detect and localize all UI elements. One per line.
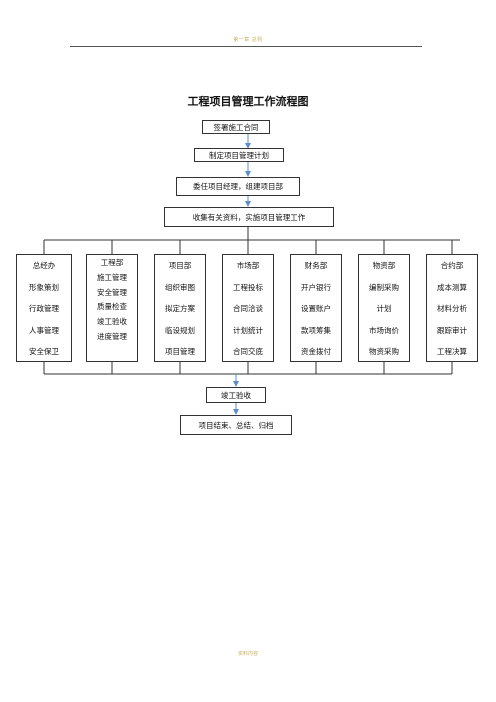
dept-item: 计划 <box>376 304 392 313</box>
dept-finance: 财务部 开户银行 设置账户 款项筹集 资金拨付 <box>290 254 342 362</box>
dept-general-office: 总经办 形象策划 行政管理 人事管理 安全保卫 <box>16 254 72 362</box>
dept-name: 市场部 <box>236 261 260 270</box>
dept-item: 进度管理 <box>97 331 127 341</box>
step-appoint-manager: 委任项目经理，组建项目部 <box>176 177 300 196</box>
dept-item: 物资采购 <box>369 347 399 356</box>
dept-name: 工程部 <box>100 258 124 267</box>
page-header: 第一章 总则 <box>233 37 263 43</box>
dept-item: 设置账户 <box>301 304 331 313</box>
dept-item: 成本测算 <box>437 282 467 292</box>
dept-item: 款项筹集 <box>301 325 331 335</box>
dept-materials: 物资部 编制采购 计划 市场询价 物资采购 <box>358 254 410 362</box>
dept-item: 质量检查 <box>97 302 127 312</box>
dept-item: 开户银行 <box>301 282 331 292</box>
step-completion-acceptance: 竣工验收 <box>206 387 266 403</box>
page-footer: 资料内容 <box>237 651 258 657</box>
diagram-title: 工程项目管理工作流程图 <box>187 95 309 108</box>
step-management-plan: 制定项目管理计划 <box>194 148 284 162</box>
dept-engineering: 工程部 施工管理 安全管理 质量检查 竣工验收 进度管理 <box>86 254 138 362</box>
header-rule <box>70 46 422 47</box>
dept-item: 临设规划 <box>165 325 195 335</box>
dept-item: 施工管理 <box>97 272 127 282</box>
dept-name: 财务部 <box>304 261 328 270</box>
dept-item: 人事管理 <box>29 325 59 335</box>
dept-item: 合同交底 <box>233 347 263 356</box>
dept-item: 计划统计 <box>233 325 263 335</box>
dept-item: 材料分析 <box>437 304 467 313</box>
dept-project: 项目部 组织审图 拟定方案 临设规划 项目管理 <box>154 254 206 362</box>
dept-item: 合同洽谈 <box>233 304 263 313</box>
dept-name: 项目部 <box>168 261 192 270</box>
dept-item: 资金拨付 <box>301 347 331 356</box>
dept-name: 合约部 <box>440 261 464 270</box>
dept-item: 竣工验收 <box>97 317 127 327</box>
dept-name: 总经办 <box>32 261 56 270</box>
step-sign-contract: 签署施工合同 <box>202 120 270 134</box>
dept-item: 形象策划 <box>29 282 59 292</box>
dept-item: 市场询价 <box>369 325 399 335</box>
dept-item: 组织审图 <box>165 282 195 292</box>
dept-item: 工程投标 <box>233 282 263 292</box>
dept-item: 工程决算 <box>437 347 467 356</box>
dept-item: 项目管理 <box>165 347 195 356</box>
dept-item: 安全保卫 <box>29 347 59 356</box>
step-project-closure: 项目结束、总结、归档 <box>180 415 292 435</box>
dept-item: 安全管理 <box>97 287 127 297</box>
step-collect-materials: 收集有关资料，实施项目管理工作 <box>164 207 334 227</box>
dept-item: 编制采购 <box>369 282 399 292</box>
dept-item: 拟定方案 <box>165 304 195 313</box>
dept-item: 跟踪审计 <box>437 325 467 335</box>
dept-item: 行政管理 <box>29 304 59 313</box>
dept-market: 市场部 工程投标 合同洽谈 计划统计 合同交底 <box>222 254 274 362</box>
dept-contracts: 合约部 成本测算 材料分析 跟踪审计 工程决算 <box>426 254 478 362</box>
dept-name: 物资部 <box>372 261 396 270</box>
